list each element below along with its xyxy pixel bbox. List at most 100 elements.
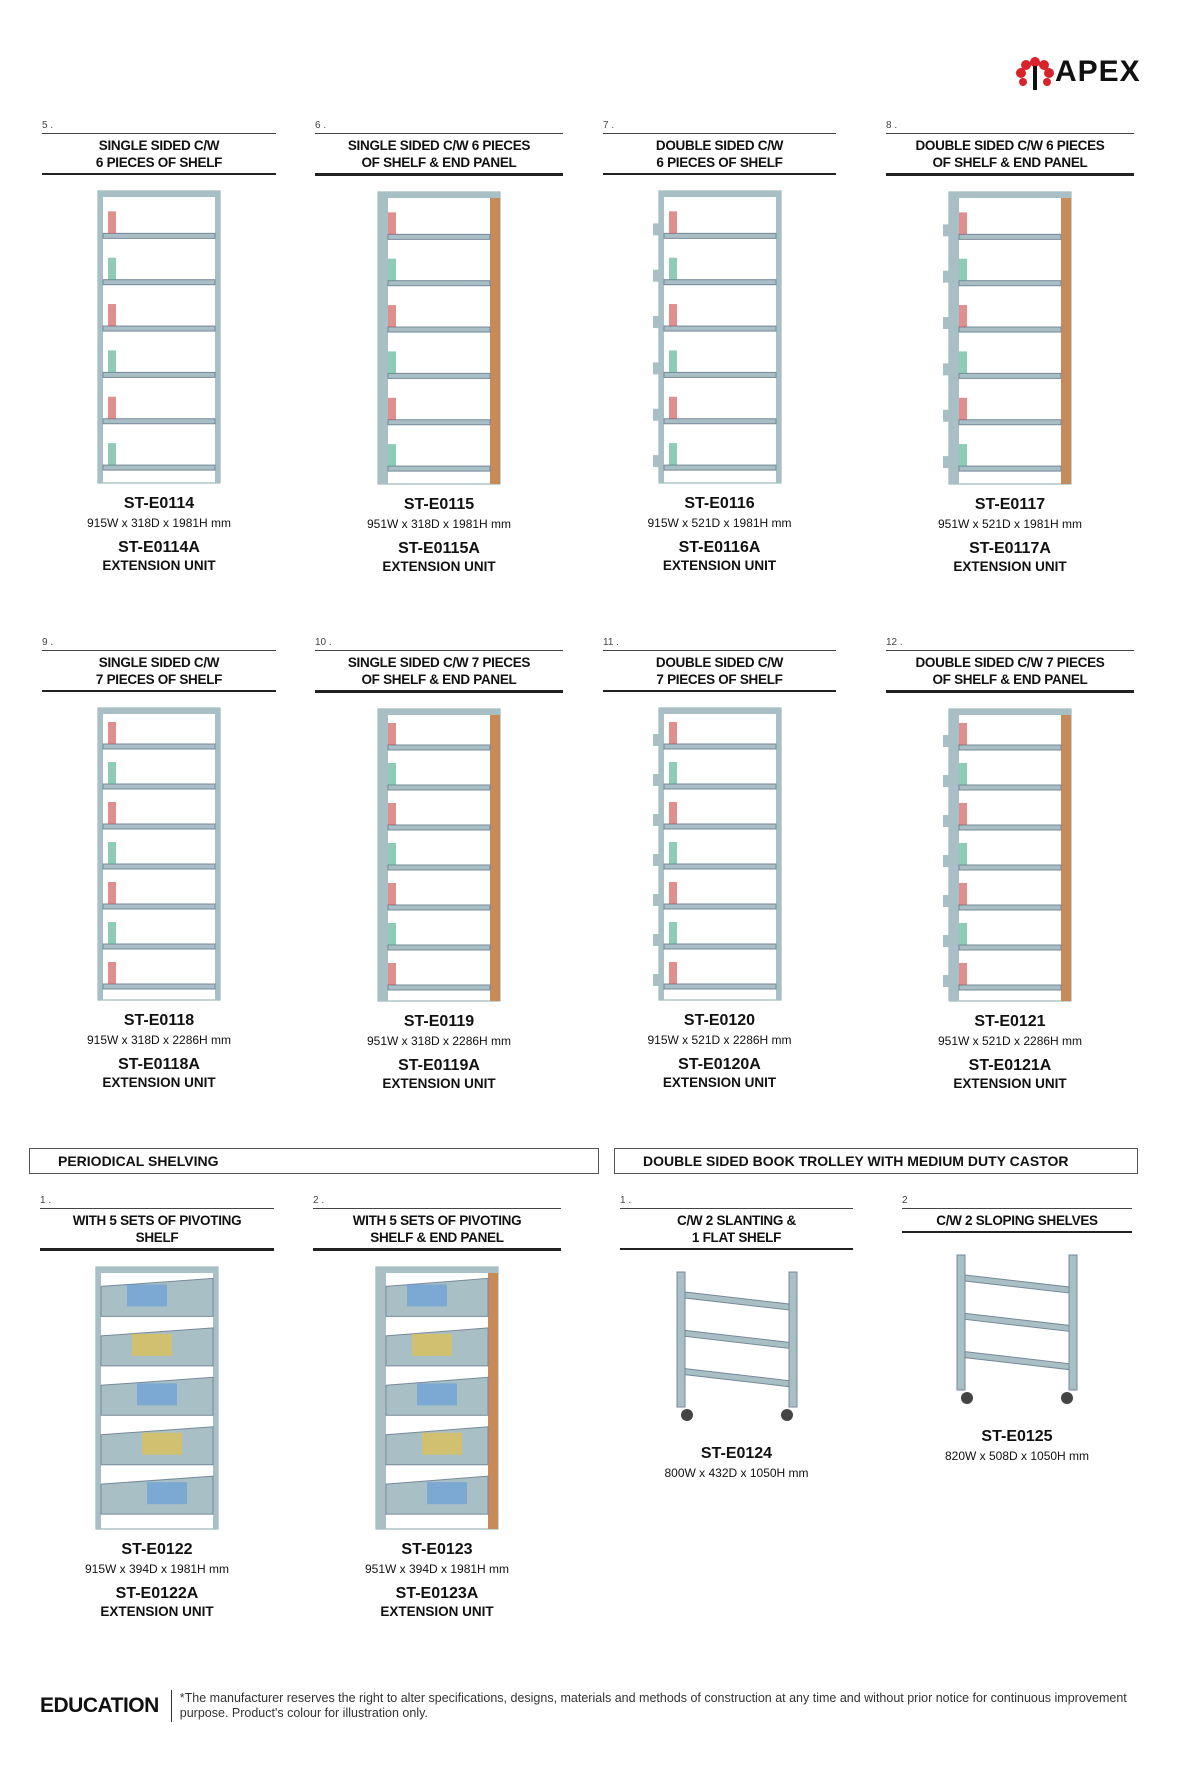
- end-post: [215, 708, 220, 1000]
- product-illustration: [956, 1254, 1078, 1404]
- shelf: [387, 904, 491, 911]
- peacock-logo-icon: [1016, 57, 1054, 90]
- shelf: [102, 823, 216, 830]
- book-support: [652, 223, 659, 236]
- top-cap: [98, 708, 220, 714]
- item-title: C/W 2 SLOPING SHELVES: [902, 1209, 1132, 1233]
- end-post: [378, 709, 388, 1001]
- book: [388, 351, 396, 374]
- end-panel: [488, 1267, 498, 1529]
- item-number: 7 .: [603, 120, 836, 134]
- item-title-line: SHELF & END PANEL: [370, 1230, 504, 1245]
- end-panel: [490, 709, 500, 1001]
- product-dimensions: 915W x 318D x 2286H mm: [86, 1033, 232, 1047]
- shelf: [387, 280, 491, 287]
- magazine: [412, 1333, 452, 1356]
- end-post: [96, 1267, 101, 1529]
- end-post: [98, 708, 103, 1000]
- book-support: [943, 855, 949, 867]
- top-cap: [658, 191, 781, 197]
- shelf: [102, 943, 216, 950]
- book: [108, 762, 116, 784]
- extension-code: ST-E0116A: [678, 539, 761, 556]
- trolley-side: [788, 1271, 797, 1408]
- trolley-shelf: [964, 1312, 1070, 1332]
- shelf-frame: [948, 191, 1072, 485]
- book-support: [943, 363, 949, 376]
- extension-code: ST-E0114A: [118, 539, 200, 556]
- shelf: [387, 419, 491, 426]
- book-support: [943, 224, 949, 237]
- shelf: [958, 744, 1062, 751]
- book: [388, 843, 396, 865]
- shelf-frame: [658, 707, 781, 1001]
- extension-label: EXTENSION UNIT: [382, 1076, 496, 1091]
- book: [668, 882, 677, 904]
- book-support: [652, 854, 659, 866]
- book: [108, 257, 116, 280]
- shelf-frame: [97, 190, 221, 484]
- shelf: [958, 904, 1062, 911]
- trolley-side: [1068, 1254, 1078, 1391]
- product-illustration: [676, 1271, 797, 1421]
- product-dimensions: 800W x 432D x 1050H mm: [664, 1466, 809, 1480]
- book: [959, 803, 967, 825]
- shelf: [958, 372, 1062, 379]
- end-post: [775, 708, 781, 1000]
- shelf: [958, 864, 1062, 871]
- book: [959, 723, 967, 745]
- trolley-shelf: [964, 1274, 1070, 1294]
- book-support: [652, 408, 659, 421]
- book-support: [652, 362, 659, 375]
- shelf: [387, 824, 491, 831]
- book: [668, 842, 677, 864]
- book: [108, 962, 116, 984]
- product-code: ST-E0116: [684, 495, 755, 512]
- extension-label: EXTENSION UNIT: [382, 559, 496, 574]
- magazine: [142, 1432, 182, 1455]
- book: [108, 802, 116, 824]
- product-dimensions: 951W x 521D x 2286H mm: [937, 1034, 1083, 1048]
- castor-wheel: [780, 1409, 793, 1421]
- item-number: 2: [902, 1195, 1132, 1209]
- product-dimensions: 951W x 394D x 1981H mm: [364, 1562, 510, 1576]
- trolley-shelf: [684, 1368, 789, 1388]
- shelf: [387, 784, 491, 791]
- shelf: [663, 903, 776, 910]
- end-post: [658, 191, 664, 483]
- book-support: [652, 974, 659, 986]
- item-number: 2 .: [313, 1195, 561, 1209]
- shelf: [387, 944, 491, 951]
- book-support: [943, 775, 949, 787]
- book: [668, 922, 677, 944]
- shelf: [387, 326, 491, 333]
- shelf: [958, 465, 1062, 472]
- extension-code: ST-E0121A: [968, 1057, 1052, 1074]
- apex-logo: APEX: [1015, 50, 1155, 94]
- extension-code: ST-E0118A: [118, 1056, 200, 1073]
- book: [668, 396, 677, 419]
- book: [108, 882, 116, 904]
- shelf-frame: [97, 707, 221, 1001]
- shelf: [387, 372, 491, 379]
- shelf: [663, 279, 776, 286]
- shelf: [102, 279, 216, 286]
- top-cap: [378, 192, 500, 198]
- book: [959, 763, 967, 785]
- shelf-frame: [948, 708, 1072, 1002]
- end-panel: [1061, 192, 1071, 484]
- book: [388, 803, 396, 825]
- extension-code: ST-E0119A: [398, 1057, 480, 1074]
- end-post: [949, 709, 959, 1001]
- book: [388, 923, 396, 945]
- shelf: [958, 984, 1062, 991]
- shelf: [387, 233, 491, 240]
